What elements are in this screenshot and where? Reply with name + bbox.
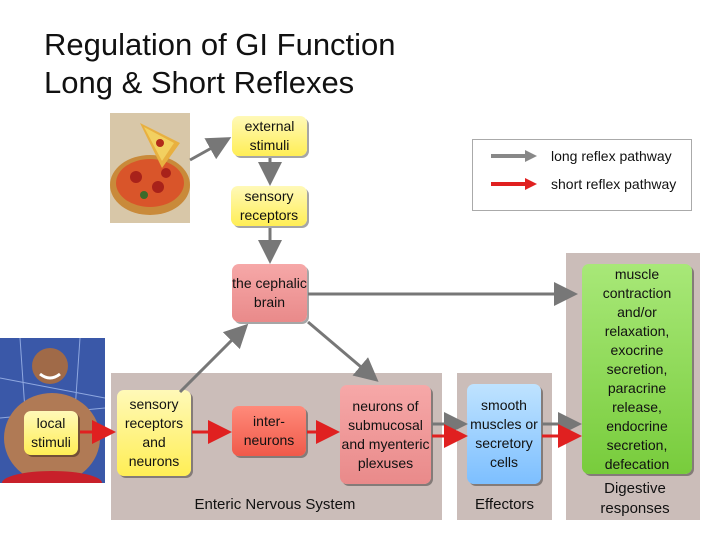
arrow-sensory-to-brain — [178, 323, 249, 394]
responses-box: muscle contraction and/or relaxation, ex… — [582, 264, 692, 474]
long-reflex-arrow-icon — [491, 150, 537, 162]
effectors-cells-box: smooth muscles or secretory cells — [467, 384, 541, 484]
legend: long reflex pathway short reflex pathway — [472, 139, 692, 211]
pizza-image — [110, 113, 190, 223]
effectors-label: Effectors — [475, 496, 534, 513]
plexuses-box: neurons of submucosal and myenteric plex… — [340, 385, 431, 484]
title-line-1: Regulation of GI Function — [44, 27, 396, 62]
external-stimuli-box: external stimuli — [232, 116, 307, 156]
slide-title: Regulation of GI Function Long & Short R… — [44, 26, 396, 102]
sensory-receptors-top-box: sensory receptors — [231, 186, 307, 226]
sensory-receptors-neurons-box: sensory receptors and neurons — [117, 390, 191, 476]
cephalic-brain-box: the cephalic brain — [232, 264, 307, 322]
arrow-brain-to-plexuses — [307, 320, 379, 382]
legend-long-label: long reflex pathway — [551, 148, 672, 164]
legend-short-label: short reflex pathway — [551, 176, 677, 192]
legend-short: short reflex pathway — [489, 176, 676, 192]
legend-long: long reflex pathway — [489, 148, 672, 164]
local-stimuli-box: local stimuli — [24, 411, 78, 455]
enteric-label: Enteric Nervous System — [194, 496, 356, 513]
interneurons-box: inter-neurons — [232, 406, 306, 456]
short-reflex-arrow-icon — [491, 178, 537, 190]
digestive-label: Digestive responses — [600, 480, 670, 517]
arrow-pizza-to-stimuli — [189, 137, 232, 162]
title-line-2: Long & Short Reflexes — [44, 65, 355, 100]
